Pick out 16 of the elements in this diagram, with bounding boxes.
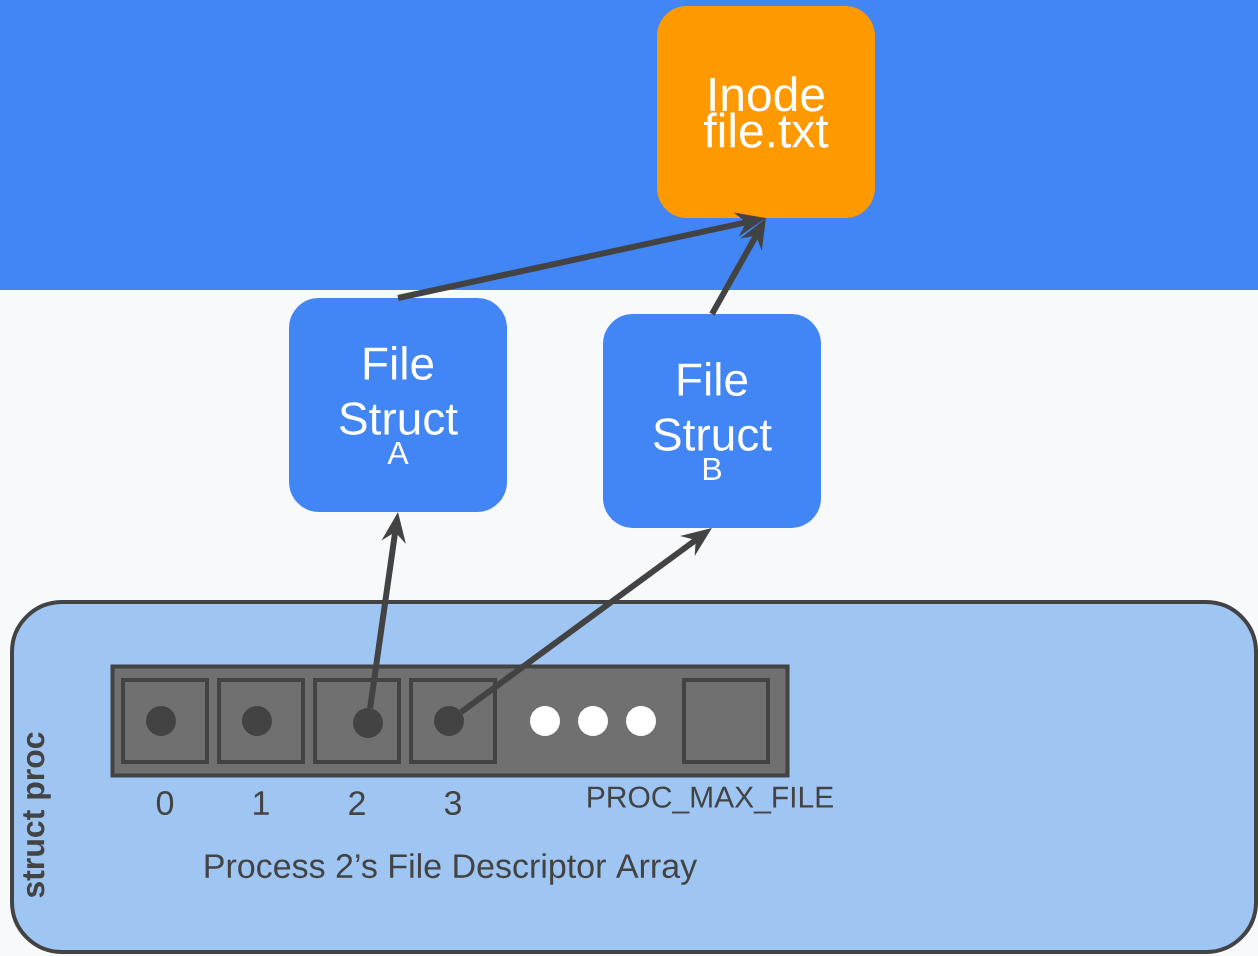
file-struct-box: File Struct A: [289, 298, 507, 512]
array-slot: [217, 678, 305, 764]
pointer-dot: [434, 706, 464, 736]
index-label: PROC_MAX_FILE: [588, 786, 833, 814]
inode-box: Inode file.txt: [657, 6, 875, 218]
file-struct-box: File Struct B: [603, 314, 821, 528]
index-number: 2: [349, 791, 365, 815]
index-number: 3: [444, 790, 461, 816]
array-slot: [121, 678, 209, 764]
index-number: 1: [254, 791, 269, 815]
index-number: 0: [156, 790, 174, 816]
pointer-dot: [353, 708, 383, 738]
array-caption: Process 2’s File Descriptor Array: [205, 853, 698, 885]
array-slot: [682, 678, 770, 764]
pointer-dot: [146, 706, 176, 736]
pointer-dot: [242, 706, 272, 736]
